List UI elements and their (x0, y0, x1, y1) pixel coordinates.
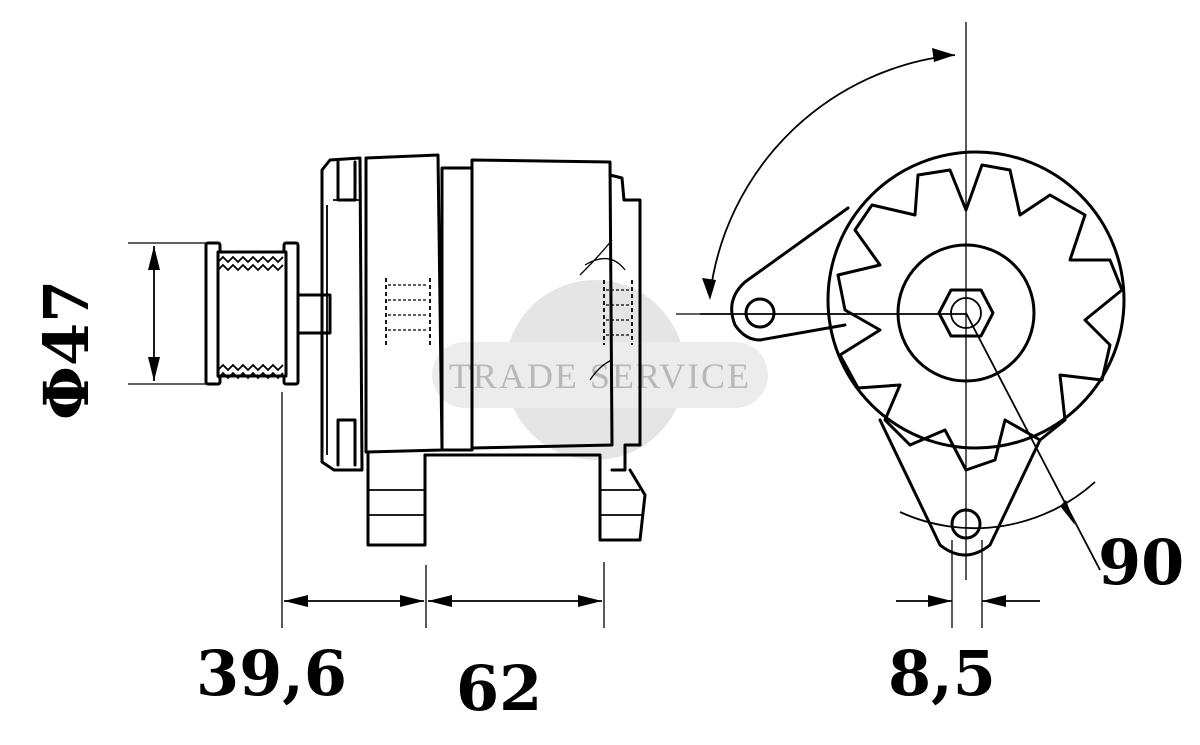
dimension-angle: 90 (1098, 526, 1184, 599)
front-outer-circle (826, 150, 1126, 450)
watermark-text: TRADE SERVICE (449, 356, 751, 396)
shaft-nut (937, 288, 995, 338)
dimension-diameter: Φ47 (30, 242, 206, 420)
fan-star (836, 163, 1124, 472)
rear-housing (423, 158, 647, 542)
pulley (204, 241, 300, 386)
mount-spacing-label: 62 (456, 652, 542, 725)
dimension-pulley-offset: 39,6 (196, 392, 427, 710)
alternator-front-view (700, 22, 1126, 580)
mount-width-label: 8,5 (888, 637, 996, 710)
hub-circle (896, 243, 1036, 383)
front-housing (364, 153, 444, 547)
dimension-mount-spacing: 62 (428, 562, 605, 725)
mounting-ears (730, 206, 1042, 557)
dimension-mount-width: 8,5 (888, 540, 1040, 710)
mount-angle-label: 90 (1098, 526, 1184, 599)
pulley-offset-label: 39,6 (196, 637, 347, 710)
watermark: TRADE SERVICE (432, 280, 768, 460)
alternator-side-view (204, 153, 700, 547)
watermark-band (432, 342, 768, 408)
pulley-diameter-label: Φ47 (30, 280, 103, 420)
angle-arc (709, 54, 956, 296)
front-cover (320, 156, 364, 472)
shaft (296, 293, 332, 335)
